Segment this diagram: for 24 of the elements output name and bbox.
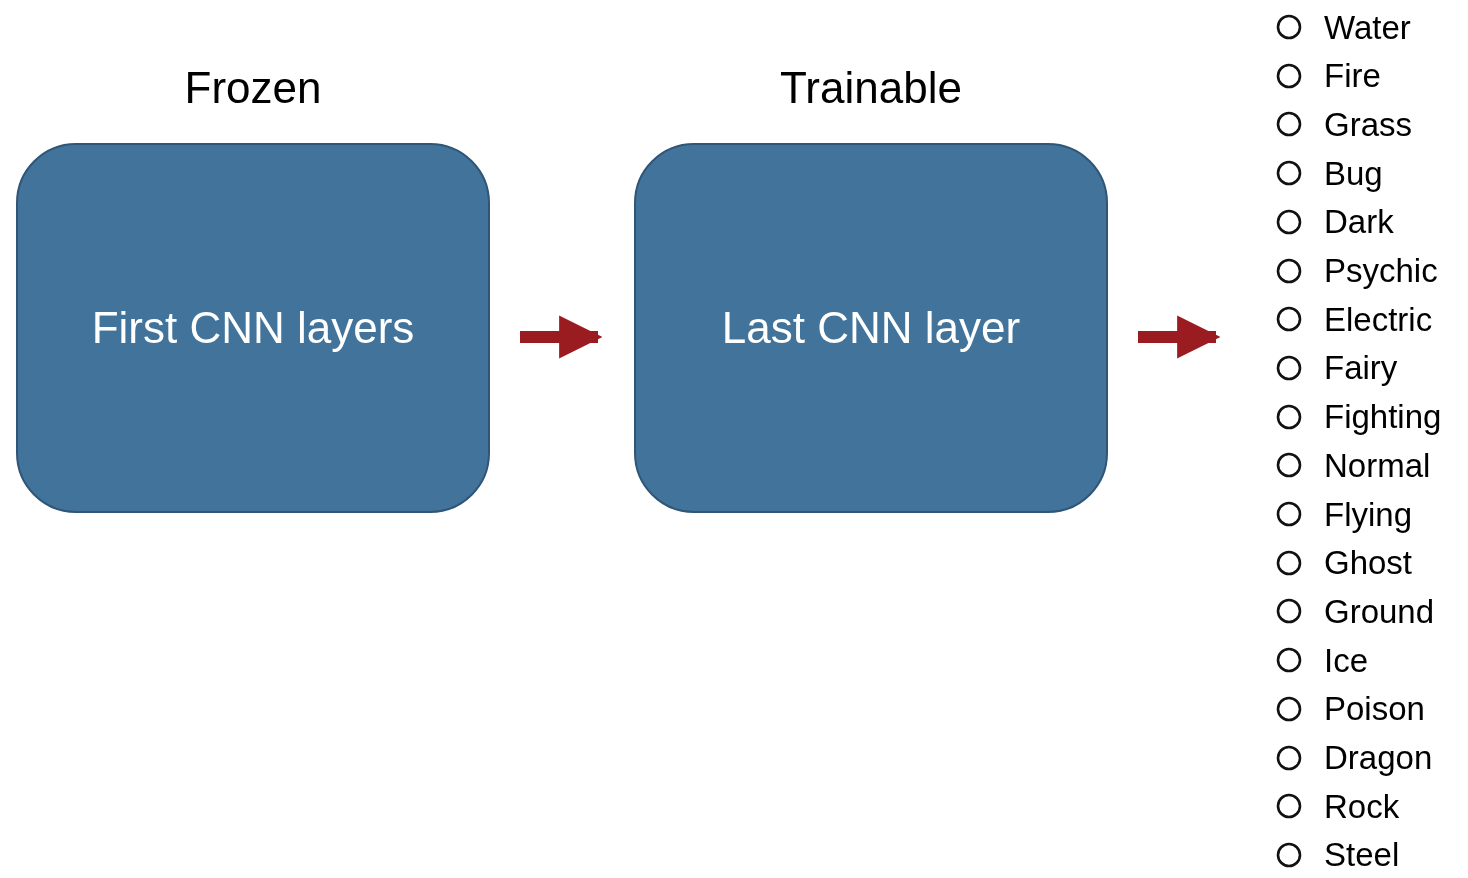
class-label: Ghost (1324, 546, 1413, 580)
class-label: Grass (1324, 107, 1412, 141)
box-heading: Trainable (779, 62, 963, 114)
class-label: Dragon (1324, 741, 1433, 775)
class-label: Normal (1324, 448, 1431, 482)
class-label: Ice (1324, 643, 1369, 677)
class-label: Bug (1324, 156, 1383, 190)
arrow (520, 315, 603, 359)
class-label: Steel (1324, 838, 1400, 872)
arrow (1138, 315, 1221, 359)
class-label: Fire (1324, 59, 1381, 93)
class-label: Water (1324, 10, 1411, 44)
class-label: Electric (1324, 302, 1433, 336)
box-label: First CNN layers (90, 302, 416, 354)
class-label: Psychic (1324, 254, 1438, 287)
class-label: Fighting (1324, 400, 1442, 434)
class-label: Fairy (1324, 351, 1398, 385)
box-heading: Frozen (183, 62, 323, 114)
class-label: Poison (1324, 692, 1425, 726)
class-label: Dark (1324, 205, 1394, 239)
class-label: Ground (1324, 594, 1435, 628)
box-label: Last CNN layer (720, 302, 1022, 354)
class-label: Flying (1324, 497, 1413, 531)
class-label: Rock (1324, 789, 1400, 823)
